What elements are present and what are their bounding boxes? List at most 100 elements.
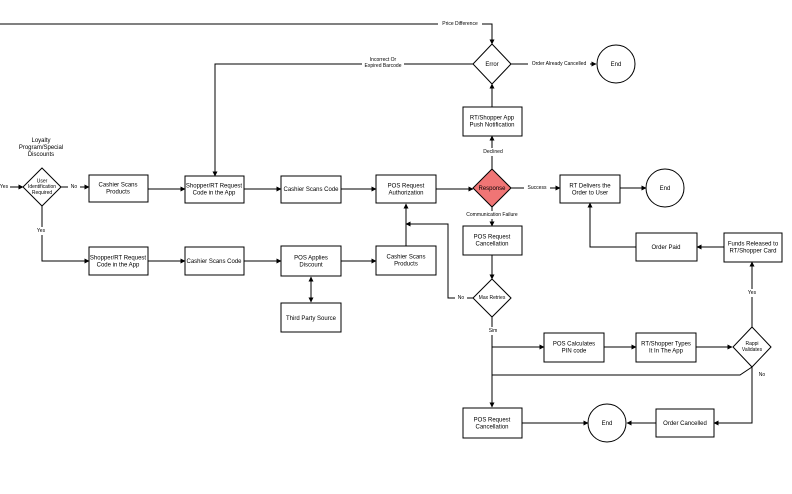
text-line: Order to User bbox=[572, 190, 608, 196]
process-cashier-scans-top bbox=[88, 174, 149, 203]
edge-label-success: Success bbox=[528, 185, 547, 191]
text-line: Cashier Scans bbox=[98, 182, 137, 188]
text-line: Success bbox=[528, 185, 547, 191]
text-line: Yes bbox=[37, 228, 46, 234]
text-line: POS Request bbox=[388, 183, 425, 189]
edge-label-yes-left: Yes bbox=[0, 184, 9, 190]
process-pos-request-authorization bbox=[375, 174, 437, 204]
text-line: Code in the App bbox=[193, 190, 236, 196]
label-end-error: End bbox=[611, 62, 622, 68]
label-third-party-source: Third Party Source bbox=[286, 316, 337, 322]
process-cashier-scans-code-bottom bbox=[184, 246, 245, 276]
text-line: Communication Failure bbox=[466, 212, 518, 218]
text-line: POS Request bbox=[474, 234, 511, 240]
edge-label-declined: Declined bbox=[483, 149, 503, 155]
process-shopper-request-top bbox=[184, 175, 245, 204]
edge-user-yes bbox=[41, 206, 90, 264]
label-order-cancelled: Order Cancelled bbox=[663, 421, 707, 427]
text-line: Price Difference bbox=[442, 21, 478, 27]
text-line: Yes bbox=[748, 290, 757, 296]
text-line: Order Already Cancelled bbox=[532, 61, 587, 67]
text-line: Order Cancelled bbox=[663, 421, 707, 427]
label-end-bottom: End bbox=[602, 421, 613, 427]
terminal-end-bottom bbox=[587, 403, 627, 443]
edge-label-no-retries: No bbox=[458, 295, 465, 301]
text-line: Push Notification bbox=[469, 122, 514, 128]
decision-response bbox=[472, 168, 512, 208]
text-line: Cashier Scans Code bbox=[283, 187, 339, 193]
process-shopper-request-bottom bbox=[88, 246, 149, 276]
decision-max-retries bbox=[472, 278, 512, 318]
text-line: Max Retries bbox=[479, 295, 506, 301]
label-cashier-scans-code-bottom: Cashier Scans Code bbox=[186, 259, 242, 265]
process-funds-released bbox=[723, 232, 783, 263]
text-line: Products bbox=[394, 261, 418, 267]
text-line: Yes bbox=[0, 184, 9, 190]
edge-rappi-no-return bbox=[492, 366, 753, 376]
text-line: Cancellation bbox=[475, 241, 508, 247]
text-line: Funds Released to bbox=[728, 241, 779, 247]
edge-paid-to-deliver bbox=[587, 202, 636, 248]
text-line: POS Calculates bbox=[553, 341, 595, 347]
text-line: POS Request bbox=[474, 417, 511, 423]
edge-label-no-rappi: No bbox=[759, 372, 766, 378]
text-line: Required bbox=[32, 190, 53, 196]
text-line: No bbox=[458, 295, 465, 301]
text-line: Cancellation bbox=[475, 424, 508, 430]
edge-label-no-user: No bbox=[71, 184, 78, 190]
process-order-paid bbox=[635, 232, 698, 262]
process-rt-delivers bbox=[559, 174, 621, 204]
text-line: Incorrect Or bbox=[370, 57, 397, 63]
text-line: Sim bbox=[489, 328, 498, 334]
edge-label-yes-user: Yes bbox=[37, 228, 46, 234]
process-order-cancelled bbox=[655, 408, 715, 438]
terminal-end-error bbox=[596, 44, 636, 84]
text-line: Discount bbox=[299, 262, 323, 268]
text-line: Error bbox=[485, 62, 498, 68]
text-line: No bbox=[759, 372, 766, 378]
edge-label-order-already-cancelled: Order Already Cancelled bbox=[532, 61, 587, 67]
label-error: Error bbox=[485, 62, 498, 68]
text-line: Loyalty bbox=[31, 138, 50, 144]
process-pos-calculates-pin bbox=[543, 332, 605, 363]
process-pos-request-cancellation-top bbox=[462, 225, 523, 256]
text-line: Shopper/RT Request bbox=[186, 183, 242, 189]
text-line: Products bbox=[106, 189, 130, 195]
edge-label-yes-retries: Sim bbox=[489, 328, 498, 334]
label-end-top: End bbox=[660, 186, 671, 192]
edge-label-price-difference: Price Difference bbox=[442, 21, 478, 27]
decision-rappi-validates bbox=[732, 326, 772, 368]
text-line: Shopper/RT Request bbox=[90, 255, 146, 261]
text-line: No bbox=[71, 184, 78, 190]
edge-price-difference bbox=[0, 23, 495, 45]
decision-error bbox=[472, 43, 512, 85]
text-line: End bbox=[611, 62, 622, 68]
edge-rappi-no bbox=[713, 367, 753, 426]
text-line: Expired Barcode bbox=[365, 63, 402, 69]
text-line: Third Party Source bbox=[286, 316, 337, 322]
process-shopper-types bbox=[635, 332, 697, 363]
decision-user-identification bbox=[22, 167, 62, 207]
text-line: Declined bbox=[483, 149, 503, 155]
process-push-notification bbox=[462, 106, 523, 137]
text-line: End bbox=[660, 186, 671, 192]
process-cashier-scans-bottom bbox=[375, 245, 437, 276]
text-line: It In The App bbox=[649, 348, 684, 354]
text-line: Rappi bbox=[745, 341, 758, 347]
text-line: Cashier Scans Code bbox=[186, 259, 242, 265]
text-line: PIN code bbox=[562, 348, 587, 354]
text-line: Order Paid bbox=[651, 245, 680, 251]
